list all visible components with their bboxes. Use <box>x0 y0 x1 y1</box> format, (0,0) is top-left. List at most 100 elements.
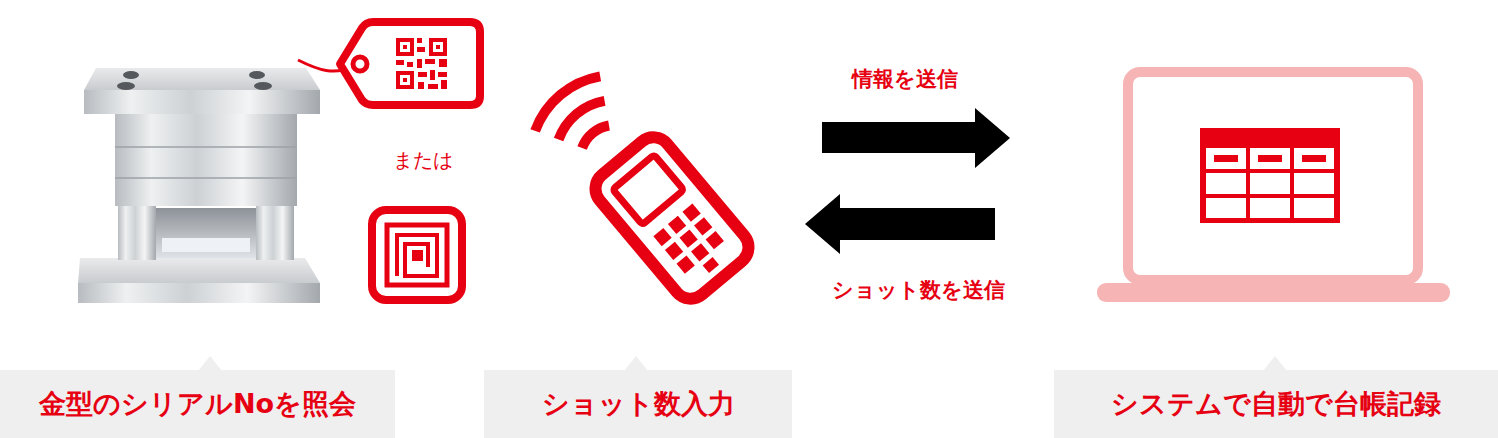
laptop-icon-part-part <box>1250 173 1290 194</box>
send-arrows-part <box>822 108 1010 168</box>
mold-illustration-part <box>156 208 256 258</box>
laptop-icon-part-part <box>1258 155 1282 162</box>
band-pointer-part <box>198 356 222 371</box>
rfid-tag-icon-part <box>397 235 437 276</box>
qr-tag-icon-part-part <box>403 45 407 49</box>
caption-text: ショット数入力 <box>542 388 735 420</box>
mold-illustration-part <box>115 178 297 206</box>
laptop-icon-part-part <box>1294 198 1334 218</box>
mold-illustration-part <box>118 200 156 260</box>
mold-illustration-part <box>78 283 320 303</box>
annotation-label: ショット数を送信 <box>832 278 1005 303</box>
mold-illustration-part <box>78 258 320 283</box>
rfid-tag-icon-part <box>412 250 423 261</box>
send-arrows-part <box>805 194 995 254</box>
mold-illustration-part <box>249 71 265 79</box>
qr-tag-icon-part-part <box>436 45 440 49</box>
laptop-icon-part-part <box>1206 173 1246 194</box>
mold-illustration-part <box>115 177 297 179</box>
handheld-terminal-icon-part-part-part <box>668 216 686 234</box>
band-pointer-part <box>624 356 648 371</box>
qr-tag-icon-part-part <box>418 72 427 77</box>
laptop-icon-part <box>1200 128 1340 223</box>
caption-band: ショット数入力 <box>484 370 792 438</box>
qr-tag-icon <box>298 22 480 105</box>
laptop-icon-part-part <box>1206 198 1246 218</box>
band-pointer <box>198 356 1287 371</box>
caption-band: 金型のシリアルNoを照会 <box>0 370 395 438</box>
qr-tag-icon-part-part <box>441 80 447 89</box>
caption-text: システムで自動で台帳記録 <box>1111 388 1441 420</box>
handheld-terminal-icon-part-part-part <box>703 257 719 273</box>
laptop-icon-part-part <box>1206 148 1246 169</box>
rfid-tag-icon-part <box>387 225 447 285</box>
caption-text: 金型のシリアルNoを照会 <box>39 388 356 420</box>
mold-illustration-part <box>256 200 294 260</box>
qr-tag-icon-part-part <box>396 38 414 56</box>
qr-tag-icon-part-part <box>438 72 447 77</box>
laptop-icon-part-part <box>1250 148 1290 169</box>
laptop-icon-part <box>1097 283 1450 302</box>
mold-illustration-part <box>162 238 250 252</box>
laptop-icon-part-part <box>1302 155 1326 162</box>
handheld-terminal-icon-part <box>588 130 756 306</box>
qr-tag-icon-part-part <box>433 42 443 52</box>
handheld-terminal-icon-part-part-part <box>706 231 724 249</box>
handheld-terminal-icon-part <box>582 126 609 149</box>
qr-tag-icon-part-part <box>428 84 438 89</box>
caption-band: システムで自動で台帳記録 <box>1054 370 1498 438</box>
qr-tag-icon-part <box>396 38 447 89</box>
qr-tag-icon-part <box>353 57 367 71</box>
mold-illustration-part <box>117 82 135 90</box>
laptop-icon-part <box>1214 155 1326 162</box>
laptop-icon <box>1097 72 1450 302</box>
qr-tag-icon-part-part <box>400 42 410 52</box>
handheld-terminal-icon-part-part <box>613 155 684 225</box>
qr-tag-icon-part-part <box>396 71 414 89</box>
annotation-label: または <box>393 148 453 172</box>
handheld-terminal-icon-part-part-part <box>677 255 695 273</box>
mold-illustration-part <box>254 82 272 90</box>
qr-tag-icon-part-part <box>425 59 435 64</box>
handheld-terminal-icon-part-part-part <box>679 229 697 247</box>
handheld-terminal-icon-part-part <box>588 130 756 306</box>
qr-tag-icon-part-part <box>430 70 435 80</box>
qr-tag-icon-part-part <box>407 62 413 67</box>
qr-tag-icon-part-part <box>403 78 407 82</box>
mold-illustration-part <box>84 68 320 90</box>
send-arrows <box>805 108 1010 254</box>
mold-illustration <box>78 68 320 303</box>
handheld-terminal-icon-part-part-part <box>665 242 683 260</box>
laptop-icon-part <box>1206 148 1334 218</box>
laptop-icon-part-part <box>1250 198 1290 218</box>
handheld-terminal-icon-part-part-part <box>682 203 700 221</box>
rfid-tag-icon <box>372 210 462 300</box>
annotation-label: 情報を送信 <box>852 67 958 92</box>
handheld-terminal-icon-part <box>535 76 600 131</box>
handheld-terminal-icon-part-part-part <box>653 228 671 246</box>
laptop-icon-part-part <box>1294 148 1334 169</box>
handheld-terminal-icon-part-part-part <box>694 217 712 235</box>
qr-tag-icon-part-part <box>417 59 422 68</box>
qr-tag-icon-part-part <box>439 59 447 67</box>
mold-illustration-part <box>115 114 297 147</box>
qr-tag-icon-part-part <box>400 75 410 85</box>
handheld-terminal-icon-part-part <box>653 203 733 285</box>
mold-illustration-part <box>115 146 297 148</box>
rfid-tag-icon-part <box>372 210 462 300</box>
handheld-terminal-icon-part-part-part <box>691 243 709 261</box>
qr-tag-icon-part-part <box>418 82 424 89</box>
qr-tag-icon-part <box>340 22 480 105</box>
mold-illustration-part <box>115 147 297 178</box>
mold-illustration-part <box>123 71 139 79</box>
handheld-terminal-icon-part <box>559 101 605 140</box>
laptop-icon-part <box>1128 72 1418 280</box>
band-pointer-part <box>1263 356 1287 371</box>
qr-tag-icon-part-part <box>417 38 422 43</box>
qr-tag-icon-part-part <box>429 38 447 56</box>
laptop-icon-part-part <box>1294 173 1334 194</box>
mold-illustration-part <box>84 90 320 114</box>
qr-tag-icon-part-part <box>396 60 404 65</box>
qr-tag-icon-part-part <box>417 47 425 52</box>
